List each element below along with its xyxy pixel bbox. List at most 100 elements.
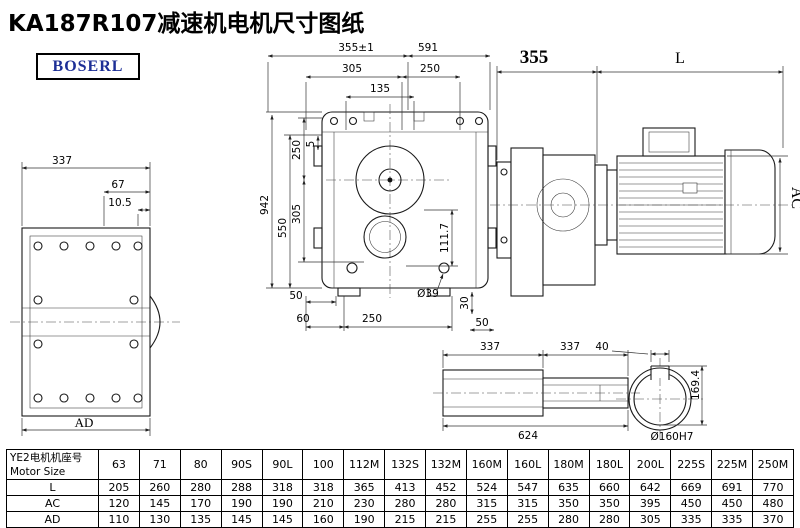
motor-size-col: 132M xyxy=(425,449,467,480)
page-title: KA187R107减速机电机尺寸图纸 xyxy=(8,11,365,37)
dim-keyway-width-label: 40 xyxy=(595,341,608,353)
dim-row-label: AD xyxy=(6,511,99,528)
dim-row-label: AC xyxy=(6,495,99,512)
dim-front-5-label: 5 xyxy=(305,141,317,148)
dim-front-top1-label: 355±1 xyxy=(338,42,374,54)
dim-front-top2-label: 591 xyxy=(418,42,438,54)
gearbox-front-view-dimensions: 355±1 591 305 250 135 942 550 250 xyxy=(259,42,495,332)
motor-size-col: 225M xyxy=(711,449,753,480)
brand-logo-text: BOSERL xyxy=(52,57,124,75)
dim-shaft-seg2-label: 337 xyxy=(560,341,580,353)
motor-size-col: 200L xyxy=(629,449,672,480)
assembly-dimensions: 355 L AC xyxy=(496,47,800,255)
dim-value-cell: 215 xyxy=(425,511,467,528)
dim-front-60-label: 60 xyxy=(296,313,309,325)
dim-value-cell: 547 xyxy=(506,479,549,496)
dim-front-550-label: 550 xyxy=(277,218,289,238)
dim-ad-label: AD xyxy=(75,415,94,430)
dim-value-cell: 635 xyxy=(547,479,590,496)
motor-size-col: 132S xyxy=(384,449,426,480)
dim-value-cell: 318 xyxy=(261,479,304,496)
dim-value-cell: 669 xyxy=(670,479,713,496)
dim-value-cell: 691 xyxy=(711,479,753,496)
motor-size-col: 180M xyxy=(547,449,590,480)
dim-front-135-label: 135 xyxy=(370,83,390,95)
dim-value-cell: 110 xyxy=(98,511,140,528)
motor-size-col: 80 xyxy=(179,449,222,480)
dim-value-cell: 350 xyxy=(588,495,631,512)
motor-size-col: 90S xyxy=(220,449,263,480)
dim-shaft-total-label: 624 xyxy=(518,430,538,442)
dim-front-942-label: 942 xyxy=(259,195,271,215)
dim-front-b250-label: 250 xyxy=(362,313,382,325)
dim-value-cell: 205 xyxy=(98,479,140,496)
dim-value-cell: 280 xyxy=(547,511,590,528)
dim-value-cell: 642 xyxy=(629,479,672,496)
dim-value-cell: 335 xyxy=(711,511,753,528)
dim-value-cell: 305 xyxy=(629,511,672,528)
motor-size-col: 250M xyxy=(752,449,794,480)
dim-value-cell: 450 xyxy=(711,495,753,512)
dim-value-cell: 350 xyxy=(547,495,590,512)
dim-value-cell: 480 xyxy=(752,495,794,512)
dim-value-cell: 315 xyxy=(506,495,549,512)
dim-value-cell: 145 xyxy=(220,511,263,528)
dim-front-30-label: 30 xyxy=(459,296,471,309)
dim-value-cell: 255 xyxy=(465,511,508,528)
dim-value-cell: 210 xyxy=(302,495,345,512)
dim-value-cell: 452 xyxy=(425,479,467,496)
assembly-side-view xyxy=(490,127,796,297)
motor-size-col: 112M xyxy=(343,449,386,480)
technical-drawing: 337 67 10.5 AD xyxy=(10,42,800,443)
dim-front-b50l-label: 50 xyxy=(289,290,302,302)
dim-value-cell: 660 xyxy=(588,479,631,496)
dim-value-cell: 280 xyxy=(425,495,467,512)
dim-front-305-label: 305 xyxy=(342,63,362,75)
dim-value-cell: 190 xyxy=(261,495,304,512)
dim-side-flange-label: 67 xyxy=(111,179,124,191)
dim-assembly-ac-label: AC xyxy=(788,187,800,209)
dim-bore-label: Ø160H7 xyxy=(651,431,694,443)
shaft-detail-view: 337 337 624 xyxy=(433,341,640,442)
dim-shaft-seg1-label: 337 xyxy=(480,341,500,353)
dim-front-250-label: 250 xyxy=(420,63,440,75)
dim-value-cell: 450 xyxy=(670,495,713,512)
dim-front-bore-label: Ø39 xyxy=(417,288,439,300)
dim-row-label: L xyxy=(6,479,99,496)
dim-front-v305-label: 305 xyxy=(291,204,303,224)
dim-side-width-label: 337 xyxy=(52,155,72,167)
dim-front-b50r-label: 50 xyxy=(475,317,488,329)
dim-front-v250-label: 250 xyxy=(291,140,303,160)
gearbox-side-view xyxy=(10,227,180,417)
dim-value-cell: 280 xyxy=(179,479,222,496)
dim-value-cell: 370 xyxy=(752,511,794,528)
dim-value-cell: 413 xyxy=(384,479,426,496)
dim-value-cell: 280 xyxy=(588,511,631,528)
motor-size-col: 160M xyxy=(465,449,508,480)
gearbox-side-view-dimensions: 337 67 10.5 AD xyxy=(21,155,151,436)
dim-value-cell: 365 xyxy=(343,479,386,496)
dim-value-cell: 395 xyxy=(629,495,672,512)
dim-value-cell: 335 xyxy=(670,511,713,528)
dim-value-cell: 280 xyxy=(384,495,426,512)
dim-value-cell: 260 xyxy=(138,479,181,496)
dim-value-cell: 770 xyxy=(752,479,794,496)
motor-size-col: 63 xyxy=(98,449,140,480)
motor-size-col: 225S xyxy=(670,449,713,480)
dim-value-cell: 318 xyxy=(302,479,345,496)
dim-value-cell: 255 xyxy=(506,511,549,528)
motor-size-col: 100 xyxy=(302,449,345,480)
brand-logo: BOSERL xyxy=(36,53,140,80)
dim-value-cell: 524 xyxy=(465,479,508,496)
motor-size-col: 90L xyxy=(261,449,304,480)
dim-value-cell: 170 xyxy=(179,495,222,512)
motor-size-col: 160L xyxy=(506,449,549,480)
shaft-section-view: 40 169.4 Ø160H7 xyxy=(595,341,707,443)
motor-size-col: 71 xyxy=(138,449,181,480)
dim-value-cell: 230 xyxy=(343,495,386,512)
dim-value-cell: 145 xyxy=(261,511,304,528)
